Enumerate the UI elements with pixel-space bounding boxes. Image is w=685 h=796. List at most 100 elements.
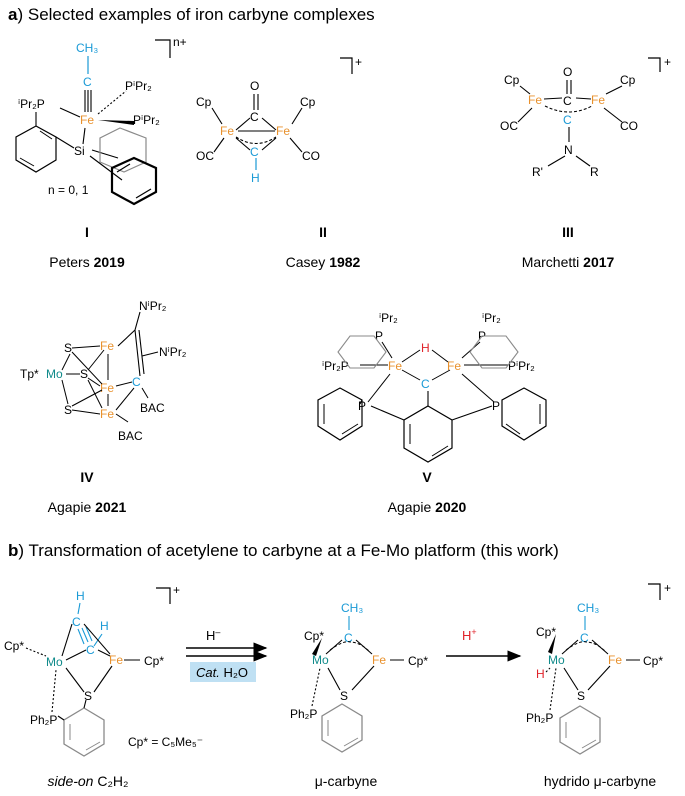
part-b-title-text: ) Transformation of acetylene to carbyne… [18, 541, 558, 560]
compound-iii-cp-left: Cp [504, 73, 520, 87]
compound-i-author: Peters [49, 254, 93, 270]
mu-carbyne-fe: Fe [372, 653, 386, 667]
compound-ii-h: H [251, 171, 260, 185]
compound-iv-bac-right: BAC [140, 401, 165, 415]
compound-iv-fe-mid: Fe [100, 381, 114, 395]
compound-ii-fe-left: Fe [220, 124, 234, 138]
compound-v-fe-left: Fe [388, 359, 402, 373]
label-mu-carbyne: μ-carbyne [315, 773, 378, 789]
hydrido-charge: + [664, 581, 671, 595]
part-b-title: b) Transformation of acetylene to carbyn… [8, 541, 559, 560]
compound-iv-s-top: S [64, 341, 72, 355]
compound-ii-numeral: II [319, 224, 327, 240]
compound-v-ipr2-left: ⁱPr₂ [379, 311, 398, 325]
hydrido-mo: Mo [548, 653, 565, 667]
compound-v-ipr2p-left: ⁱPr₂P [322, 359, 349, 373]
compound-i-ipr2p: ⁱPr₂P [18, 97, 45, 111]
compound-ii-fe-right: Fe [276, 124, 290, 138]
compound-iv-fe-bottom: Fe [100, 407, 114, 421]
compound-i-structure: CH₃ C Fe ⁱPr₂P PⁱPr₂ PⁱPr₂ Si [15, 35, 187, 206]
compound-iv-numeral: IV [80, 469, 94, 485]
side-on-cpstar-fe: Cp* [144, 654, 164, 668]
part-a-title: a) Selected examples of iron carbyne com… [8, 5, 375, 24]
hydrido-h: H [536, 667, 545, 681]
hydrido-mu-carbyne-structure: CH₃ C Mo Fe Cp* Cp* H S Ph₂P + [526, 581, 671, 755]
hydrido-fe: Fe [608, 653, 622, 667]
label-hydrido-mu-carbyne: hydrido μ-carbyne [544, 773, 657, 789]
compound-v-p-bottomright: P [492, 399, 500, 413]
side-on-c-bottom: C [86, 643, 95, 657]
compound-ii-o: O [250, 79, 259, 93]
reagent-water-cat: Cat. [196, 665, 220, 680]
hydrido-ph2p: Ph₂P [526, 711, 553, 725]
compound-v-year: 2020 [435, 499, 466, 515]
compound-iv-nipr2-right: NⁱPr₂ [159, 345, 187, 359]
mu-carbyne-ph2p: Ph₂P [290, 707, 317, 721]
compound-iii-o: O [563, 65, 572, 79]
compound-iii-structure: O C Fe Fe C N R' R Cp Cp OC CO + [500, 55, 671, 179]
compound-v-ipr2-right: ⁱPr₂ [482, 311, 501, 325]
compound-ii-c-co: C [250, 110, 259, 124]
compound-v-carbon: C [421, 377, 430, 391]
compound-iii-citation: Marchetti 2017 [522, 254, 615, 270]
side-on-c-top: C [72, 615, 81, 629]
reagent-water: Cat. H₂O [196, 665, 248, 680]
compound-ii-c-carbyne: C [250, 145, 259, 159]
compound-iii-fe-right: Fe [591, 93, 605, 107]
compound-iii-cp-right: Cp [620, 73, 636, 87]
compound-iv-fe-top: Fe [100, 339, 114, 353]
side-on-cpstar-mo: Cp* [4, 639, 24, 653]
mu-carbyne-s: S [340, 689, 348, 703]
compound-v-structure: Fe Fe H C ⁱPr₂ P ⁱPr₂ P ⁱPr₂P PⁱPr₂ P P [317, 311, 547, 463]
compound-iv-mo: Mo [46, 367, 63, 381]
compound-v-fe-right: Fe [447, 359, 461, 373]
mu-carbyne-cpstar-fe: Cp* [408, 654, 428, 668]
side-on-c2h2-structure: H C C H Mo Fe Cp* Cp* S Ph₂P + Cp* = C₅M… [4, 583, 203, 757]
side-on-mo: Mo [46, 655, 63, 669]
hydrido-s: S [577, 689, 585, 703]
compound-ii-oc: OC [196, 149, 214, 163]
compound-iii-c-carbyne: C [563, 113, 572, 127]
compound-iii-fe-left: Fe [528, 93, 542, 107]
arrow-1-group: H– Cat. H₂O [186, 627, 268, 682]
compound-ii-year: 1982 [329, 254, 360, 270]
compound-ii-structure: O C Fe Fe C H Cp Cp OC CO + [196, 55, 362, 185]
hydrido-carbon: C [580, 631, 589, 645]
part-a-letter: a [8, 5, 18, 24]
reagent-proton-h: H [462, 628, 471, 643]
compound-iii-year: 2017 [583, 254, 614, 270]
compound-iv-year: 2021 [95, 499, 126, 515]
label-side-on-italic: side-on [48, 773, 94, 789]
compound-iii-rprime: R' [532, 165, 543, 179]
compound-i-numeral: I [85, 224, 89, 240]
compound-i-carbon: C [83, 75, 92, 89]
compound-v-citation: Agapie 2020 [388, 499, 467, 515]
side-on-h-right: H [100, 619, 109, 633]
compound-i-pipr2-right: PⁱPr₂ [133, 113, 160, 127]
reagent-water-highlight [190, 662, 256, 682]
compound-ii-cp-right: Cp [300, 95, 316, 109]
compound-i-pipr2-top: PⁱPr₂ [125, 79, 152, 93]
compound-ii-co: CO [302, 149, 320, 163]
reagent-proton: H+ [462, 627, 477, 643]
compound-i-citation: Peters 2019 [49, 254, 125, 270]
compound-v-numeral: V [422, 469, 432, 485]
compound-i-si: Si [74, 144, 85, 158]
compound-iii-author: Marchetti [522, 254, 583, 270]
cp-star-definition: Cp* = C₅Me₅⁻ [128, 735, 203, 749]
reagent-hydride-sup: – [215, 627, 220, 637]
part-b-letter: b [8, 541, 18, 560]
compound-iv-bac-bottom: BAC [118, 429, 143, 443]
compound-iv-author: Agapie [48, 499, 95, 515]
compound-iii-n: N [564, 143, 573, 157]
label-side-on-text: C₂H₂ [93, 773, 128, 789]
compound-v-pipr2-right: PⁱPr₂ [508, 359, 535, 373]
arrow-2-group: H+ [446, 627, 522, 662]
mu-carbyne-carbon: C [344, 631, 353, 645]
mu-carbyne-mo: Mo [312, 653, 329, 667]
compound-i-fe: Fe [80, 113, 94, 127]
compound-iv-s-mid: S [80, 367, 88, 381]
compound-iv-s-bottom: S [64, 403, 72, 417]
part-a-title-text: ) Selected examples of iron carbyne comp… [17, 5, 374, 24]
